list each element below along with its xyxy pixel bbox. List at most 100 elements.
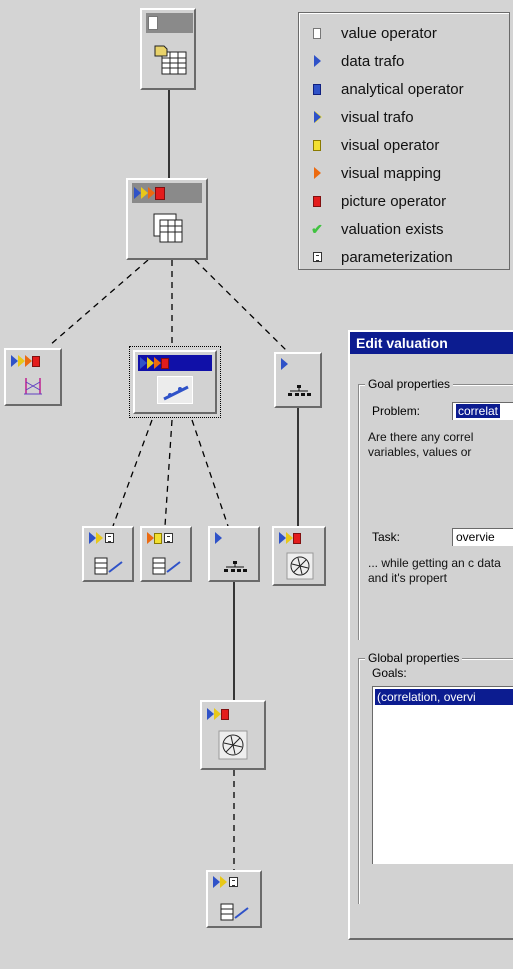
param-scatter-node-2[interactable] bbox=[140, 526, 192, 582]
parallel-coordinates-icon bbox=[24, 378, 42, 395]
scatter-plot-icon bbox=[157, 376, 193, 404]
tree-icon bbox=[288, 385, 311, 396]
visual-trafo-icon bbox=[141, 187, 148, 199]
legend-item: data trafo bbox=[309, 49, 404, 73]
legend-label: value operator bbox=[341, 24, 437, 42]
legend-item: parameterization bbox=[309, 245, 453, 269]
pipeline-node[interactable] bbox=[126, 178, 208, 260]
parameterization-icon bbox=[229, 877, 238, 887]
data-trafo-icon bbox=[207, 708, 214, 720]
visual-trafo-icon bbox=[96, 532, 103, 544]
legend-label: visual trafo bbox=[341, 108, 414, 126]
legend-label: analytical operator bbox=[341, 80, 464, 98]
visual-mapping-icon bbox=[148, 187, 155, 199]
white-square-icon bbox=[313, 27, 321, 39]
legend-label: picture operator bbox=[341, 192, 447, 210]
yellow-square-icon bbox=[313, 139, 321, 151]
selected-scatter-node[interactable] bbox=[129, 346, 221, 418]
picture-operator-icon bbox=[161, 357, 169, 369]
data-trafo-icon bbox=[213, 876, 220, 888]
problem-description: Are there any correl variables, values o… bbox=[368, 430, 474, 459]
tree-icon bbox=[224, 561, 247, 572]
multi-table-icon bbox=[153, 213, 183, 243]
visual-trafo-icon bbox=[220, 876, 227, 888]
goals-label: Goals: bbox=[372, 666, 407, 680]
data-trafo-icon bbox=[134, 187, 141, 199]
group-label: Goal properties bbox=[365, 377, 454, 391]
legend-label: visual operator bbox=[341, 136, 440, 154]
node-header bbox=[146, 13, 193, 33]
visual-trafo-icon bbox=[214, 708, 221, 720]
red-square-icon bbox=[313, 195, 321, 207]
data-trafo-icon bbox=[281, 358, 288, 370]
node-header bbox=[205, 705, 261, 723]
visual-trafo-icon bbox=[18, 355, 25, 367]
blue-yellow-arrow-icon bbox=[313, 111, 321, 123]
picture-operator-icon bbox=[221, 708, 229, 720]
visual-trafo-icon bbox=[147, 357, 154, 369]
tree-node[interactable] bbox=[274, 352, 322, 408]
problem-label: Problem: bbox=[372, 404, 421, 418]
dialog-title: Edit valuation bbox=[350, 332, 513, 354]
network-graph-icon bbox=[286, 552, 314, 580]
data-trafo-icon bbox=[215, 532, 222, 544]
node-header bbox=[87, 531, 129, 545]
data-source-node[interactable] bbox=[140, 8, 196, 90]
legend-panel: value operator data trafo analytical ope… bbox=[298, 12, 510, 270]
data-trafo-icon bbox=[279, 532, 286, 544]
global-properties-group: Global properties bbox=[358, 651, 513, 904]
picture-operator-icon bbox=[32, 355, 40, 367]
legend-item: picture operator bbox=[309, 189, 446, 213]
network-graph-icon bbox=[218, 730, 248, 760]
table-scatter-icon bbox=[220, 903, 249, 921]
parameter-box-icon bbox=[312, 252, 322, 262]
node-header bbox=[277, 531, 321, 545]
legend-item: visual mapping bbox=[309, 161, 441, 185]
visual-trafo-icon bbox=[286, 532, 293, 544]
parallel-coords-node[interactable] bbox=[4, 348, 62, 406]
data-trafo-icon bbox=[11, 355, 18, 367]
problem-value: correlat bbox=[456, 404, 501, 418]
visual-operator-icon bbox=[154, 532, 162, 544]
tree-node-2[interactable] bbox=[208, 526, 260, 582]
visual-mapping-icon bbox=[25, 355, 32, 367]
goals-listbox[interactable]: (correlation, overvi bbox=[372, 686, 513, 864]
node-header bbox=[9, 353, 57, 369]
visual-mapping-icon bbox=[147, 532, 154, 544]
problem-input[interactable]: correlat bbox=[452, 402, 513, 420]
legend-label: parameterization bbox=[341, 248, 453, 266]
legend-item: visual operator bbox=[309, 133, 439, 157]
node-header bbox=[145, 531, 187, 545]
value-operator-icon bbox=[148, 16, 158, 30]
blue-square-icon bbox=[313, 83, 321, 95]
graph-node[interactable] bbox=[272, 526, 326, 586]
green-check-icon: ✔ bbox=[311, 220, 323, 237]
orange-arrow-icon bbox=[313, 167, 321, 179]
goals-list-item[interactable]: (correlation, overvi bbox=[375, 689, 513, 705]
edit-valuation-dialog: Edit valuation Goal properties Problem: … bbox=[348, 330, 513, 940]
parameterization-icon bbox=[164, 533, 173, 543]
legend-label: visual mapping bbox=[341, 164, 442, 182]
legend-item: visual trafo bbox=[309, 105, 414, 129]
data-trafo-icon bbox=[89, 532, 96, 544]
task-description: ... while getting an c data and it's pro… bbox=[368, 556, 501, 585]
data-table-icon bbox=[154, 45, 187, 75]
task-input[interactable]: overvie bbox=[452, 528, 513, 546]
visual-mapping-icon bbox=[154, 357, 161, 369]
goal-properties-group: Goal properties bbox=[358, 377, 513, 640]
task-label: Task: bbox=[372, 530, 401, 544]
table-scatter-icon bbox=[94, 557, 123, 575]
picture-operator-icon bbox=[293, 532, 301, 544]
legend-item: ✔ valuation exists bbox=[309, 217, 444, 241]
param-scatter-node-1[interactable] bbox=[82, 526, 134, 582]
graph-node-2[interactable] bbox=[200, 700, 266, 770]
legend-label: valuation exists bbox=[341, 220, 444, 238]
table-scatter-icon bbox=[152, 557, 181, 575]
param-scatter-node-3[interactable] bbox=[206, 870, 262, 928]
data-trafo-icon bbox=[140, 357, 147, 369]
node-header bbox=[132, 183, 202, 203]
parameterization-icon bbox=[105, 533, 114, 543]
legend-item: analytical operator bbox=[309, 77, 464, 101]
node-header bbox=[213, 531, 255, 545]
